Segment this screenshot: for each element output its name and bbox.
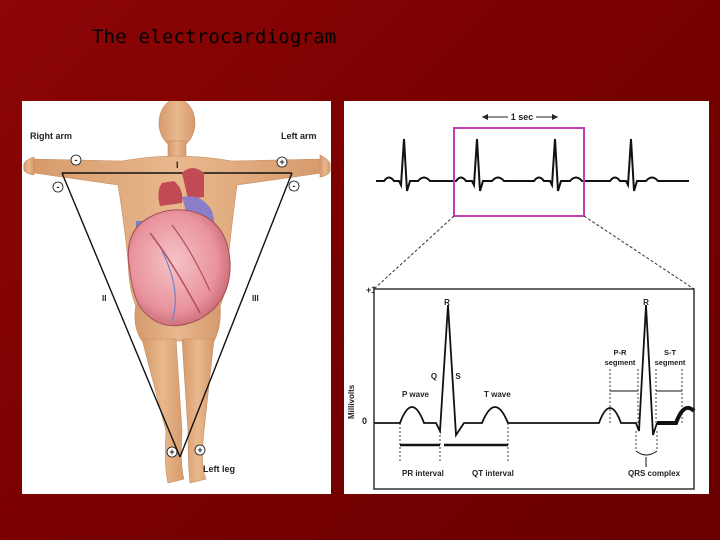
y-axis-max: +1 <box>366 285 376 295</box>
ecg-zoomed-trace <box>374 304 658 438</box>
time-scale: 1 sec <box>482 112 558 122</box>
st-segment-label-1: S-T <box>664 348 677 357</box>
body-leads-svg: - - + - + + Right arm Left arm Left leg … <box>23 98 331 484</box>
qrs-bracket <box>635 450 658 467</box>
segment-markers <box>609 369 683 423</box>
y-axis-zero: 0 <box>362 416 367 426</box>
heart-illustration <box>127 168 231 327</box>
highlight-box <box>453 127 585 217</box>
electrode-left-leg-1: + <box>166 446 178 458</box>
q-wave-label: Q <box>431 372 437 381</box>
pr-interval-label: PR interval <box>402 469 444 478</box>
p-wave-label: P wave <box>402 390 430 399</box>
qrs-complex-label: QRS complex <box>628 469 681 478</box>
lead-3-label: III <box>252 294 259 303</box>
right-arm-label: Right arm <box>30 131 72 141</box>
ecg-diagram: 1 sec +1 0 Millivolts R R Q S P wave T w… <box>344 101 709 494</box>
svg-text:-: - <box>293 181 296 191</box>
s-wave-label: S <box>455 372 461 381</box>
ecg-rhythm-strip <box>376 138 689 192</box>
qt-interval-label: QT interval <box>472 469 514 478</box>
time-scale-label: 1 sec <box>511 112 534 122</box>
t-wave-label: T wave <box>484 390 511 399</box>
svg-text:+: + <box>197 445 202 455</box>
electrode-left-arm-1: + <box>276 156 288 168</box>
ecg-svg: 1 sec +1 0 Millivolts R R Q S P wave T w… <box>347 112 696 490</box>
pr-segment-label-1: P-R <box>614 348 628 357</box>
left-arm-label: Left arm <box>281 131 317 141</box>
electrode-right-arm-2: - <box>52 181 64 193</box>
electrode-right-arm-1: - <box>70 154 82 166</box>
einthoven-triangle <box>61 172 293 458</box>
y-axis-label: Millivolts <box>347 384 356 419</box>
left-leg-label: Left leg <box>203 464 235 474</box>
r-wave-label: R <box>444 298 450 307</box>
pr-segment-label-2: segment <box>605 358 636 367</box>
electrode-left-leg-2: + <box>194 444 206 456</box>
interval-markers <box>399 423 658 461</box>
svg-text:+: + <box>169 447 174 457</box>
st-segment-label-2: segment <box>655 358 686 367</box>
svg-text:-: - <box>75 155 78 165</box>
svg-text:+: + <box>279 157 284 167</box>
body-leads-diagram: - - + - + + Right arm Left arm Left leg … <box>22 98 331 494</box>
zoom-lines <box>373 215 695 290</box>
electrode-left-arm-2: - <box>288 180 300 192</box>
svg-text:-: - <box>57 182 60 192</box>
lead-1-label: I <box>176 160 179 170</box>
lead-2-label: II <box>102 294 106 303</box>
r-wave-label-2: R <box>643 298 649 307</box>
ecg-st-segment-trace <box>657 406 696 425</box>
slide-title: The electrocardiogram <box>92 26 337 48</box>
